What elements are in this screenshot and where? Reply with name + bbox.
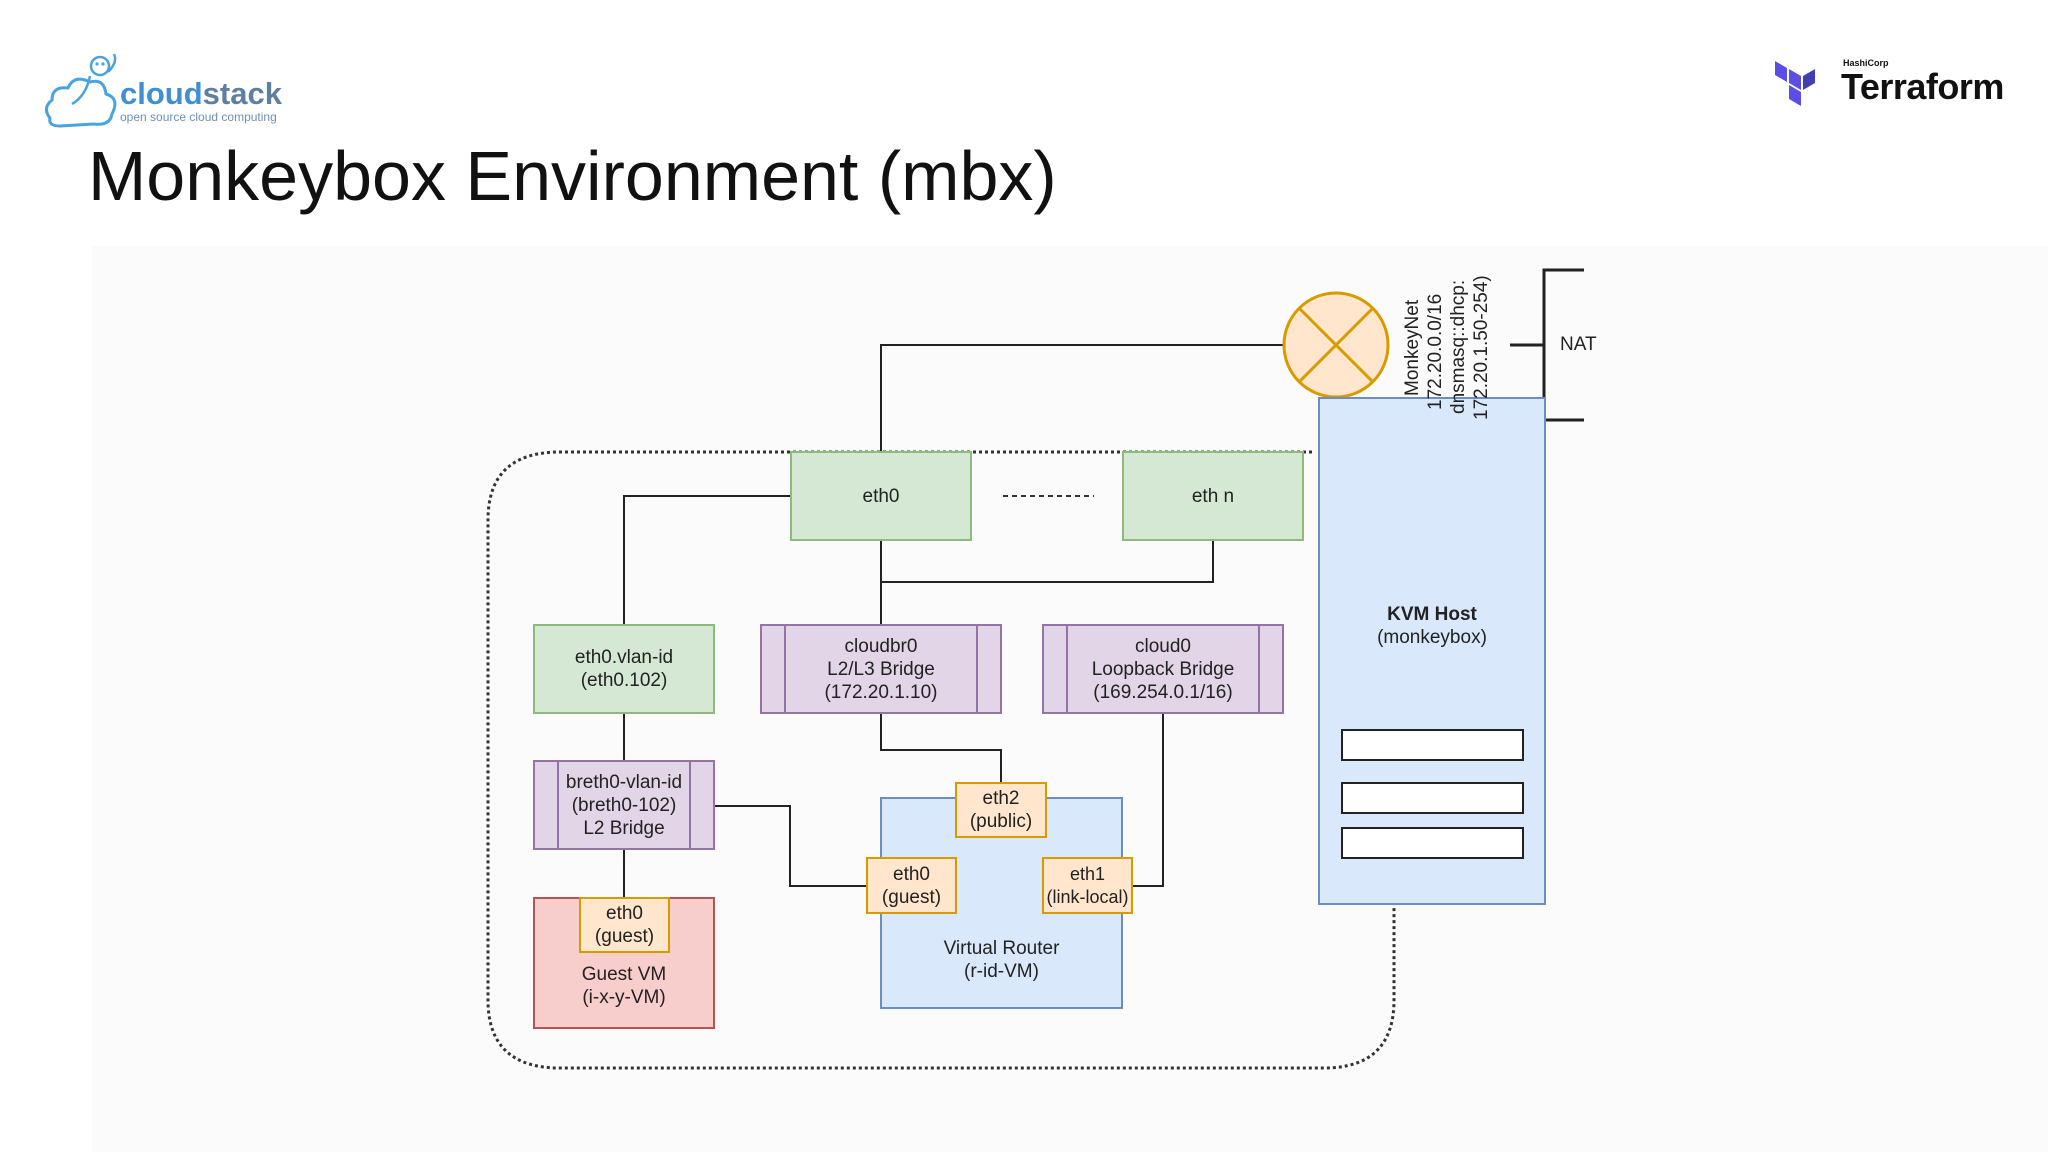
kvm-slot-2 [1341,782,1524,814]
page-title: Monkeybox Environment (mbx) [88,137,1057,215]
cloudstack-logo-stack: stack [202,76,282,111]
kvm-host-box: KVM Host (monkeybox) [1318,397,1546,905]
link-eth0-vlan [623,495,790,624]
kvm-slot-3 [1341,827,1524,859]
breth0-line-3: L2 Bridge [583,817,665,839]
link-cloud0-eth1 [1133,714,1164,887]
guest-vm-line-2: (i-x-y-VM) [582,987,666,1008]
cloud0-line-3: (169.254.0.1/16) [1093,681,1233,703]
cloudbr0-line-2: L2/L3 Bridge [827,658,935,680]
cloud0-line-1: cloud0 [1135,635,1191,657]
guest-eth0-line-1: eth0 [606,903,643,924]
vr-eth2-public: eth2 (public) [955,782,1047,838]
cloudstack-logo: cloudstack open source cloud computing [42,48,302,138]
guest-eth0-line-2: (guest) [594,926,655,947]
nat-label: NAT [1560,334,1597,355]
cloud0-bridge: cloud0 Loopback Bridge (169.254.0.1/16) [1042,624,1284,714]
vr-eth0-line-2: (guest) [881,886,942,908]
vr-eth1-link-local: eth1 (link-local) [1042,857,1133,914]
monkeynet-label-2: 172.20.0.0/16 [1425,293,1446,410]
kvm-host-sub: (monkeybox) [1377,627,1487,648]
kvm-slot-1 [1341,729,1524,761]
terraform-logo: HashiCorp Terraform [1775,55,2015,117]
link-ethn-cloudbr0 [881,540,1214,583]
cloud0-line-2: Loopback Bridge [1091,658,1235,680]
host-eth-n-label: eth n [1191,485,1235,507]
monkeynet-switch-icon [1282,291,1390,399]
vr-eth2-line-2: (public) [969,811,1033,832]
terraform-icon [1775,61,1815,106]
ellipsis-label: --------- [1003,484,1078,506]
cloudbr0-line-1: cloudbr0 [844,635,918,657]
eth0-vlan-line-2: (eth0.102) [580,670,668,691]
monkey-cloud-icon [45,53,117,128]
host-eth0-label: eth0 [862,485,900,507]
vr-eth0-guest: eth0 (guest) [866,857,957,914]
link-eth0-monkeynet [880,344,1284,452]
vr-eth1-line-1: eth1 [1069,863,1106,884]
breth0-line-2: (breth0-102) [571,794,677,816]
cloudstack-logo-cloud: cloud [120,76,203,111]
hashicorp-label: HashiCorp [1843,58,1889,68]
link-breth0-vr-eth0 [715,805,866,887]
link-cloudbr0-eth2 [880,714,1002,782]
monkeynet-label-4: 172.20.1.50-254) [1471,275,1492,420]
eth0-vlan-line-1: eth0.vlan-id [574,647,674,668]
eth0-vlan-box: eth0.vlan-id (eth0.102) [533,624,715,714]
breth0-line-1: breth0-vlan-id [565,771,683,793]
guest-eth0: eth0 (guest) [579,897,670,953]
monkeynet-label-3: dnsmasq::dhcp: [1448,279,1469,414]
kvm-host-name: KVM Host [1387,604,1477,625]
monkeynet-label-1: MonkeyNet [1402,299,1423,396]
vr-eth0-line-1: eth0 [893,863,930,885]
vr-eth1-line-2: (link-local) [1046,886,1129,907]
breth0-bridge: breth0-vlan-id (breth0-102) L2 Bridge [533,760,715,850]
virtual-router-line-2: (r-id-VM) [964,961,1039,982]
host-eth0: eth0 [790,451,972,541]
host-boundary [486,450,1396,1070]
terraform-wordmark: Terraform [1841,66,2004,107]
guest-vm-line-1: Guest VM [581,964,667,985]
vr-eth2-line-1: eth2 [982,788,1020,809]
cloudbr0-bridge: cloudbr0 L2/L3 Bridge (172.20.1.10) [760,624,1002,714]
virtual-router-line-1: Virtual Router [943,938,1060,959]
host-eth-n: eth n [1122,451,1304,541]
cloudbr0-line-3: (172.20.1.10) [824,681,938,703]
cloudstack-tagline: open source cloud computing [120,110,277,124]
